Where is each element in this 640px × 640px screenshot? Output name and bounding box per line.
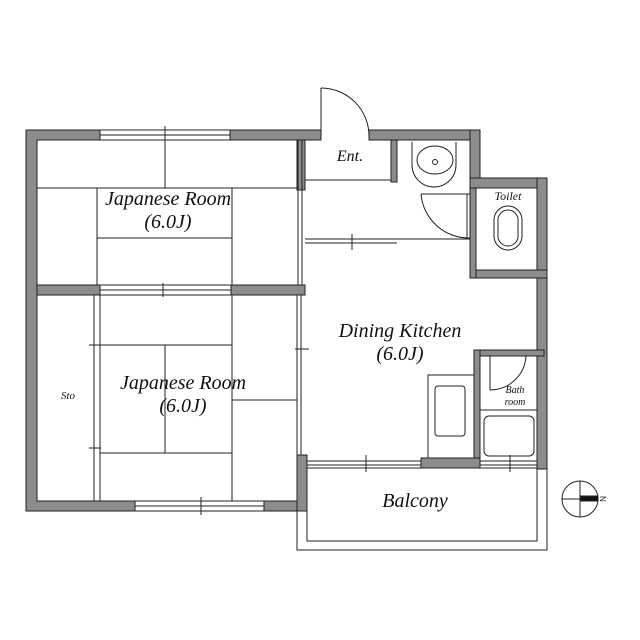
room-label-japanese-1: Japanese Room (6.0J) — [78, 188, 258, 234]
room-label-balcony: Balcony — [382, 490, 448, 512]
room-size: (6.0J) — [159, 395, 207, 417]
kitchen-bottom-wall — [420, 457, 481, 469]
center-wall-lower — [296, 454, 308, 512]
toilet-top-wall — [469, 177, 548, 189]
room-name: Japanese Room — [104, 188, 232, 210]
compass-icon: N — [561, 480, 607, 518]
room-size: (6.0J) — [376, 343, 424, 365]
ent-partition — [390, 139, 398, 183]
bath-left-wall — [473, 349, 481, 469]
room-name: Dining Kitchen — [338, 320, 462, 342]
bath-line2: room — [504, 396, 526, 408]
room-name: Japanese Room — [119, 372, 247, 394]
top-wall-right — [368, 129, 481, 141]
room-size: (6.0J) — [144, 211, 192, 233]
mid-wall — [36, 284, 101, 296]
room-label-toilet: Toilet — [494, 189, 522, 203]
svg-text:N: N — [598, 496, 607, 502]
room-label-japanese-2: Japanese Room (6.0J) — [108, 372, 258, 418]
room-label-bathroom: Bath room — [495, 385, 535, 408]
bath-top-wall — [473, 349, 545, 357]
outer-right-wall — [536, 177, 548, 470]
room-label-entrance: Ent. — [336, 148, 364, 165]
room-label-dining-kitchen: Dining Kitchen (6.0J) — [320, 320, 480, 366]
center-wall-upper — [296, 139, 306, 191]
bath-line1: Bath — [505, 385, 525, 396]
top-wall-left — [229, 129, 322, 141]
mid-wall-right — [230, 284, 306, 296]
toilet-left-wall — [469, 187, 477, 279]
toilet-bottom-wall — [469, 269, 548, 279]
room-label-storage: Sto — [60, 390, 76, 402]
